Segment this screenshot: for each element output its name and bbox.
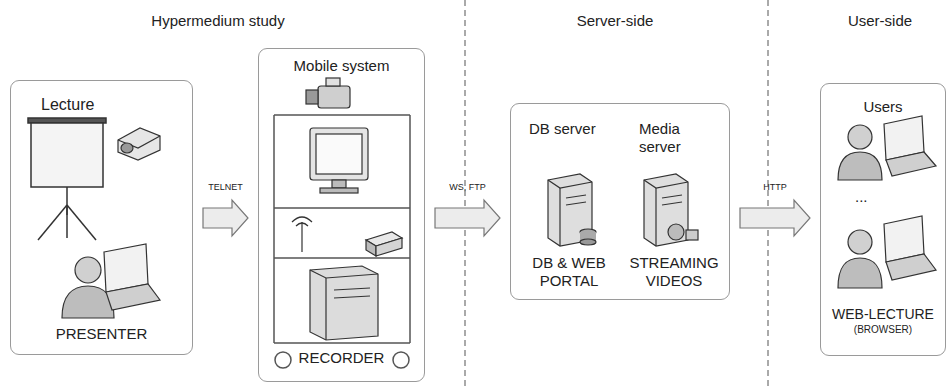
section-heading: Server-side [577,12,654,29]
projection-screen [28,118,106,240]
node-text: DB & WEB PORTAL [521,254,617,290]
user-figure [838,216,936,288]
protocol-label: HTTP [763,182,787,192]
node-text: Users [821,98,945,116]
recording-pc [310,266,378,340]
wireless-antenna [292,217,312,252]
node-text: RECORDER [259,349,424,367]
media-server-icon [644,174,698,246]
recorder-cart [274,115,410,368]
video-camera [306,78,350,108]
node-text: PRESENTER [11,325,192,343]
section-heading: Hypermedium study [151,12,284,29]
users-box: Users... WEB-LECTURE(BROWSER) [820,83,946,356]
monitor [310,128,368,193]
node-text: DB server [529,120,596,138]
server-box: DB server Media server DB & WEB PORTALSTRE… [510,103,730,300]
db-server-icon [548,174,596,246]
recorder-box: Mobile systemRECORDER [258,48,425,382]
node-text: Lecture [41,95,94,114]
node-text: Media server [639,120,699,156]
protocol-label: TELNET [208,182,243,192]
node-text: ... [855,188,868,206]
projector [118,128,160,160]
block-arrow [435,200,500,236]
node-text: WEB-LECTURE [821,306,945,323]
user-figure [838,116,936,180]
block-arrow [740,200,810,236]
lecture-box: LecturePRESENTER [10,80,193,355]
network-device [366,232,402,256]
block-arrow [203,200,248,236]
presenter-figure [62,244,160,318]
node-text: Mobile system [259,57,424,75]
node-text: STREAMING VIDEOS [623,254,725,290]
protocol-label: WS, FTP [449,182,486,192]
node-text: (BROWSER) [821,324,945,336]
section-heading: User-side [848,12,912,29]
section-dividers [465,0,768,390]
